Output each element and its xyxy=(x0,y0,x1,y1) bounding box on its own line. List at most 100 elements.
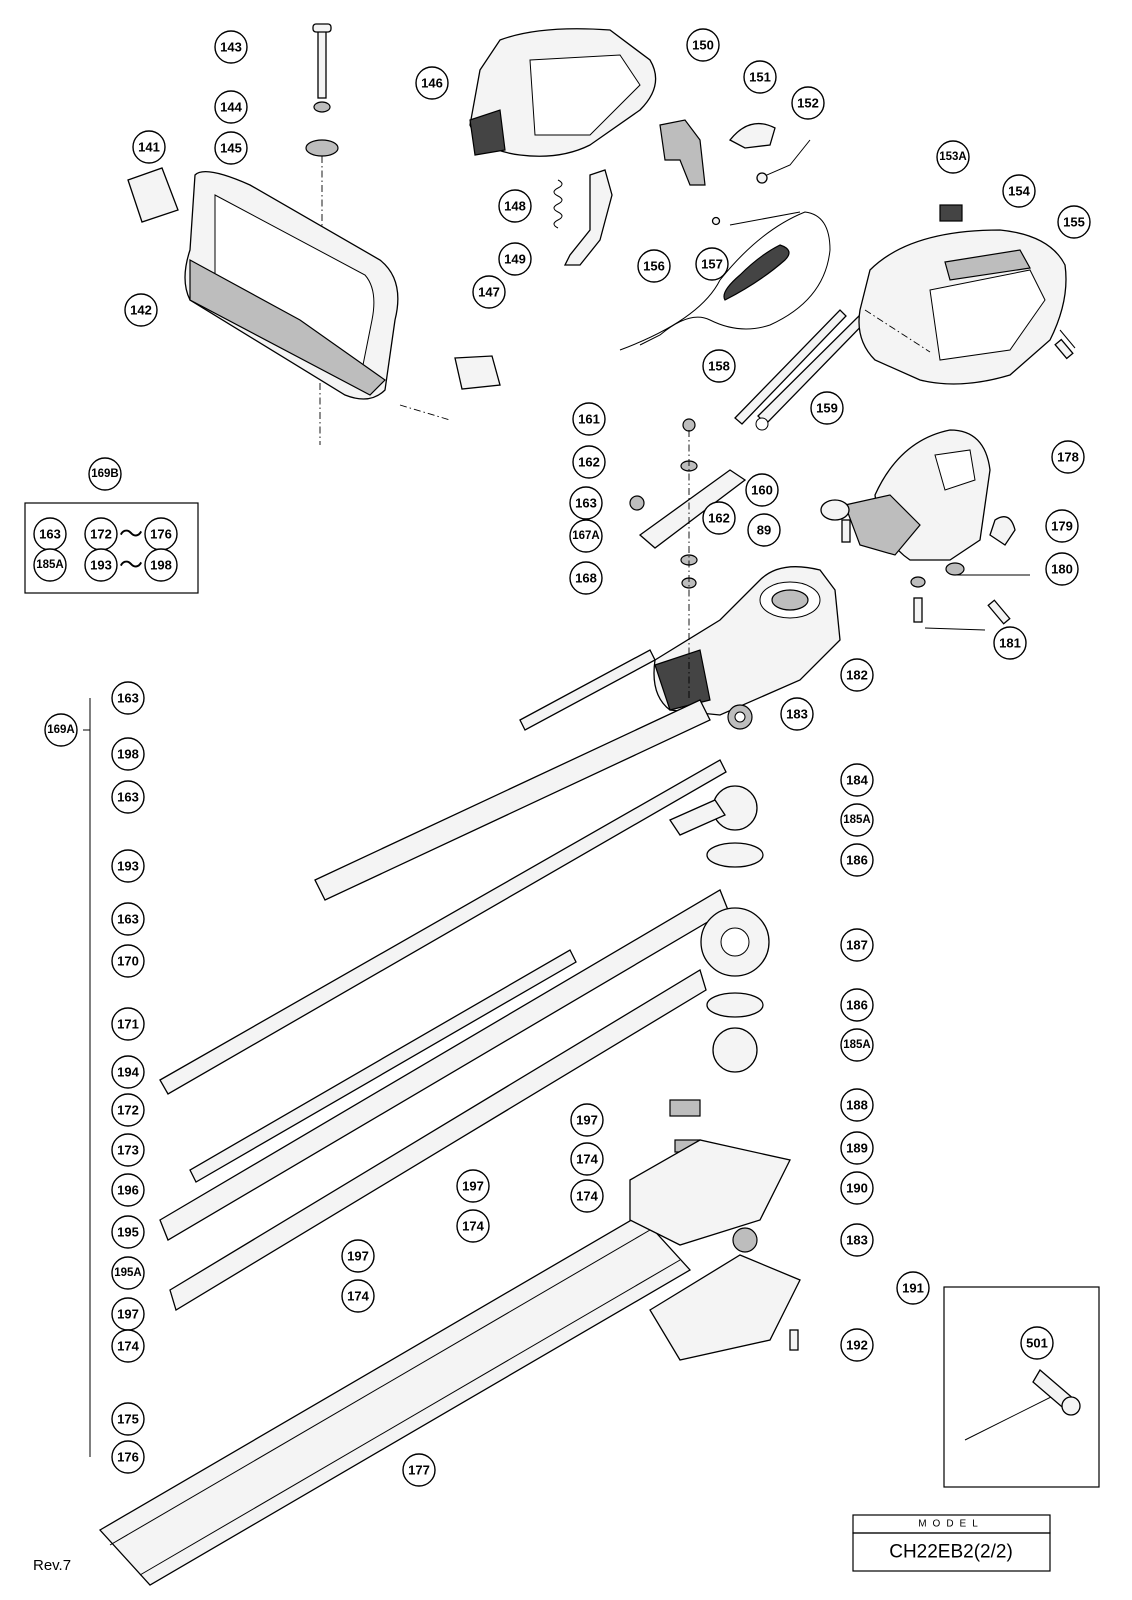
svg-text:182: 182 xyxy=(846,668,868,683)
svg-text:198: 198 xyxy=(150,558,172,573)
svg-text:162: 162 xyxy=(578,455,600,470)
clip-160 xyxy=(820,499,850,521)
model-value: CH22EB2(2/2) xyxy=(889,1542,1013,1563)
part-label-193: 193 xyxy=(111,849,145,883)
lower-blade-195A xyxy=(169,969,707,1311)
part-label-171: 171 xyxy=(111,1007,145,1041)
part-label-162: 162 xyxy=(572,445,606,479)
part-label-144: 144 xyxy=(214,90,248,124)
part-label-186: 186 xyxy=(840,843,874,877)
svg-text:186: 186 xyxy=(846,998,868,1013)
svg-text:157: 157 xyxy=(701,257,723,272)
svg-text:155: 155 xyxy=(1063,215,1085,230)
model-caption: MODEL xyxy=(918,1519,984,1530)
svg-text:141: 141 xyxy=(138,140,160,155)
svg-text:163: 163 xyxy=(117,912,139,927)
part-label-190: 190 xyxy=(840,1171,874,1205)
svg-text:176: 176 xyxy=(117,1450,139,1465)
part-label-163: 163 xyxy=(569,486,603,520)
svg-text:174: 174 xyxy=(576,1189,598,1204)
svg-text:154: 154 xyxy=(1008,184,1030,199)
svg-text:186: 186 xyxy=(846,853,868,868)
svg-text:169A: 169A xyxy=(47,724,75,736)
part-label-145: 145 xyxy=(214,131,248,165)
part-label-174: 174 xyxy=(341,1279,375,1313)
svg-text:180: 180 xyxy=(1051,562,1073,577)
svg-text:193: 193 xyxy=(117,859,139,874)
part-label-170: 170 xyxy=(111,944,145,978)
svg-text:192: 192 xyxy=(846,1338,868,1353)
svg-text:151: 151 xyxy=(749,70,771,85)
svg-text:145: 145 xyxy=(220,141,242,156)
svg-text:195: 195 xyxy=(117,1225,139,1240)
part-label-196: 196 xyxy=(111,1173,145,1207)
svg-text:162: 162 xyxy=(708,511,730,526)
part-label-197: 197 xyxy=(111,1297,145,1331)
part-label-192: 192 xyxy=(840,1328,874,1362)
tool-box-501 xyxy=(943,1286,1100,1488)
part-label-179: 179 xyxy=(1045,509,1079,543)
part-label-174: 174 xyxy=(111,1329,145,1363)
bracket-151 xyxy=(729,122,776,149)
part-label-163: 163 xyxy=(111,780,145,814)
part-label-180: 180 xyxy=(1045,552,1079,586)
part-label-162: 162 xyxy=(702,501,736,535)
bar-194 xyxy=(159,759,727,1095)
model-value-box xyxy=(852,1532,1051,1572)
washer-144 xyxy=(313,101,331,113)
svg-text:198: 198 xyxy=(117,747,139,762)
part-label-174: 174 xyxy=(456,1209,490,1243)
part-label-174: 174 xyxy=(570,1142,604,1176)
legend-label-172: 172 xyxy=(84,517,118,551)
part-label-173: 173 xyxy=(111,1133,145,1167)
svg-text:149: 149 xyxy=(504,252,526,267)
part-label-155: 155 xyxy=(1057,205,1091,239)
part-label-197: 197 xyxy=(456,1169,490,1203)
part-label-186: 186 xyxy=(840,988,874,1022)
svg-text:174: 174 xyxy=(347,1289,369,1304)
part-label-146: 146 xyxy=(415,66,449,100)
wrench-501 xyxy=(964,1368,1081,1441)
part-label-168: 168 xyxy=(569,561,603,595)
svg-text:195A: 195A xyxy=(114,1267,142,1279)
svg-text:152: 152 xyxy=(797,96,819,111)
clip-179 xyxy=(989,516,1016,546)
part-label-156: 156 xyxy=(637,249,671,283)
svg-text:146: 146 xyxy=(421,76,443,91)
svg-text:153A: 153A xyxy=(939,151,967,163)
front-handle-assembly xyxy=(127,23,501,445)
part-label-198: 198 xyxy=(111,737,145,771)
legend-range-tilde: ～ xyxy=(119,520,143,548)
legend-range-tilde: ～ xyxy=(119,551,143,579)
lever-149 xyxy=(563,169,613,266)
svg-text:176: 176 xyxy=(150,527,172,542)
svg-text:193: 193 xyxy=(90,558,112,573)
part-label-150: 150 xyxy=(686,28,720,62)
part-label-183: 183 xyxy=(780,697,814,731)
svg-text:185A: 185A xyxy=(36,559,64,571)
legend-label-198: 198 xyxy=(144,548,178,582)
legend-label-163: 163 xyxy=(33,517,67,551)
svg-text:174: 174 xyxy=(576,1152,598,1167)
cover-plate-167A xyxy=(629,418,747,700)
svg-text:168: 168 xyxy=(575,571,597,586)
rear-handle-housing xyxy=(469,28,811,266)
part-label-176: 176 xyxy=(111,1440,145,1474)
svg-text:142: 142 xyxy=(130,303,152,318)
part-label-157: 157 xyxy=(695,247,729,281)
revision-label: Rev.7 xyxy=(33,1557,71,1574)
blade-assembly xyxy=(98,649,729,1586)
lock-150 xyxy=(659,119,706,186)
bracket-169A xyxy=(83,698,91,1457)
svg-text:171: 171 xyxy=(117,1017,139,1032)
svg-text:89: 89 xyxy=(757,523,771,538)
part-label-143: 143 xyxy=(214,30,248,64)
svg-text:196: 196 xyxy=(117,1183,139,1198)
part-label-147: 147 xyxy=(472,275,506,309)
part-label-183: 183 xyxy=(840,1223,874,1257)
blade-cover-177 xyxy=(98,1214,692,1586)
part-label-169B: 169B xyxy=(88,457,122,491)
cover-191 xyxy=(649,1254,801,1361)
svg-text:156: 156 xyxy=(643,259,665,274)
upper-blade-193 xyxy=(314,699,711,901)
